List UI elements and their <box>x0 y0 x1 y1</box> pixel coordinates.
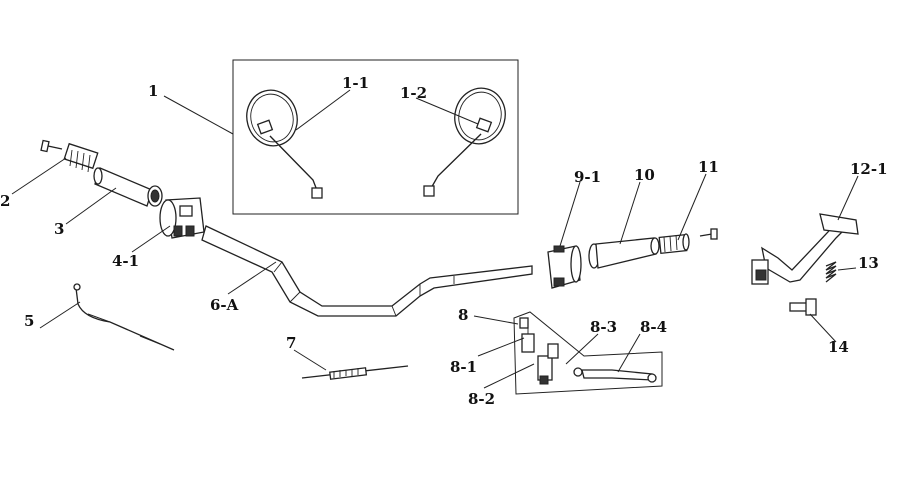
callout-12-1: 12-1 <box>850 160 888 178</box>
pivot-bolt <box>789 298 817 316</box>
callout-8-2: 8-2 <box>468 390 495 408</box>
callout-1: 1 <box>148 82 158 100</box>
callout-13: 13 <box>858 254 879 272</box>
right-mirror <box>423 87 506 197</box>
clutch-cable <box>73 283 175 351</box>
right-bar-end <box>658 228 718 255</box>
callout-4-1: 4-1 <box>112 252 139 270</box>
mirror-group-frame <box>232 59 519 215</box>
callout-10: 10 <box>634 166 655 184</box>
return-spring <box>825 261 837 283</box>
callout-8: 8 <box>458 306 468 324</box>
throttle-cable <box>301 365 409 380</box>
callout-5: 5 <box>24 312 34 330</box>
callout-9-1: 9-1 <box>574 168 601 186</box>
callout-14: 14 <box>828 338 849 356</box>
callout-8-4: 8-4 <box>640 318 667 336</box>
right-switch-housing <box>547 245 582 289</box>
throttle-grip <box>588 237 660 269</box>
brake-pedal <box>751 213 859 285</box>
callout-8-3: 8-3 <box>590 318 617 336</box>
callout-1-2: 1-2 <box>400 84 427 102</box>
callout-3: 3 <box>54 220 64 238</box>
left-grip-assembly <box>40 139 205 239</box>
brake-lever <box>573 367 657 383</box>
left-grip <box>93 167 163 207</box>
callout-7: 7 <box>286 334 296 352</box>
handlebar <box>201 225 533 317</box>
callout-2: 2 <box>0 192 10 210</box>
mirrors-assembly <box>232 59 519 215</box>
callout-1-1: 1-1 <box>342 74 369 92</box>
leader-lines <box>11 89 859 389</box>
right-grip-assembly <box>547 228 718 289</box>
callout-labels: 1 1-1 1-2 2 3 4-1 5 6-A 7 8 8-1 8-2 8-3 … <box>0 74 888 408</box>
callout-8-1: 8-1 <box>450 358 477 376</box>
callout-6-a: 6-A <box>210 296 239 314</box>
lever-bracket <box>519 317 559 385</box>
callout-11: 11 <box>698 158 719 176</box>
left-mirror <box>246 89 323 199</box>
bar-end-bolt <box>40 139 99 173</box>
left-switch-housing <box>159 197 205 239</box>
brake-lever-group <box>513 311 663 395</box>
